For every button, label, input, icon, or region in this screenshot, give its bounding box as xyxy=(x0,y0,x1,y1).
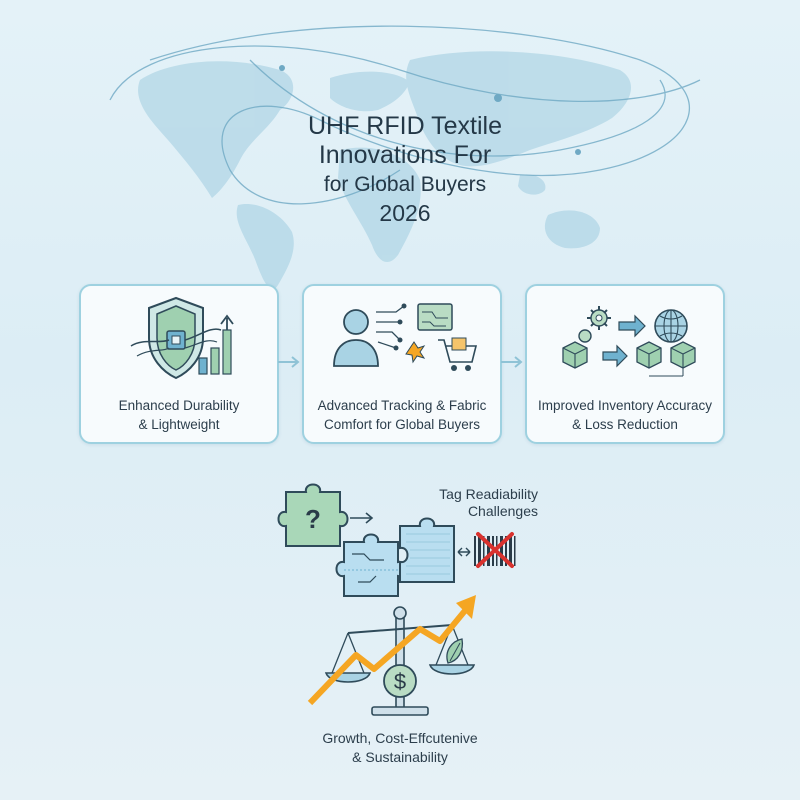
card-3-label-line-1: Improved Inventory Accuracy xyxy=(537,398,713,413)
card-1-label-line-2: & Lightweight xyxy=(138,417,220,432)
card-tracking: Advanced Tracking & Fabric Comfort for G… xyxy=(302,284,502,444)
title-line-1: UHF RFID Textile xyxy=(307,112,502,140)
right-arrow-icon xyxy=(278,356,300,368)
title-line-4: 2026 xyxy=(379,200,431,226)
right-arrow-icon xyxy=(350,512,374,524)
right-arrow-icon xyxy=(501,356,523,368)
person-circuit-cart-icon xyxy=(333,303,478,371)
card-3-label-line-2: & Loss Reduction xyxy=(572,417,678,432)
growth-label-line-1: Growth, Cost-Effcutenive xyxy=(322,730,478,746)
double-arrow-icon xyxy=(457,547,471,557)
puzzle-piece-icon xyxy=(277,483,349,547)
challenge-label: Tag Readiability Challenges xyxy=(402,486,538,520)
question-mark: ? xyxy=(305,504,321,534)
growth-arrow-icon xyxy=(307,605,471,706)
puzzle-challenge-illustration: ? xyxy=(277,483,516,597)
challenge-label-line-2: Challenges xyxy=(467,503,538,519)
balance-scale-growth-illustration: $ xyxy=(307,595,476,716)
challenge-label-line-1: Tag Readiability xyxy=(439,486,538,502)
dollar-coin-icon xyxy=(383,664,417,698)
gears-cubes-globe-icon xyxy=(562,306,696,377)
dollar-sign: $ xyxy=(394,669,406,694)
shield-chip-growth-icon xyxy=(130,296,234,380)
growth-label: Growth, Cost-Effcutenive & Sustainabilit… xyxy=(280,729,520,767)
title-line-3: for Global Buyers xyxy=(323,173,487,196)
card-inventory: Improved Inventory Accuracy & Loss Reduc… xyxy=(525,284,725,444)
title-line-2: Innovations For xyxy=(318,141,492,169)
card-2-label-line-2: Comfort for Global Buyers xyxy=(323,417,481,432)
red-cross-icon xyxy=(476,532,514,568)
leaf-icon xyxy=(446,638,464,664)
card-2-label-line-1: Advanced Tracking & Fabric xyxy=(317,398,487,413)
card-1-label-line-1: Enhanced Durability xyxy=(118,398,240,413)
page-title: UHF RFID Textile Innovations For for Glo… xyxy=(250,112,560,228)
growth-label-line-2: & Sustainability xyxy=(352,749,448,765)
card-durability: Enhanced Durability & Lightweight xyxy=(79,284,279,444)
